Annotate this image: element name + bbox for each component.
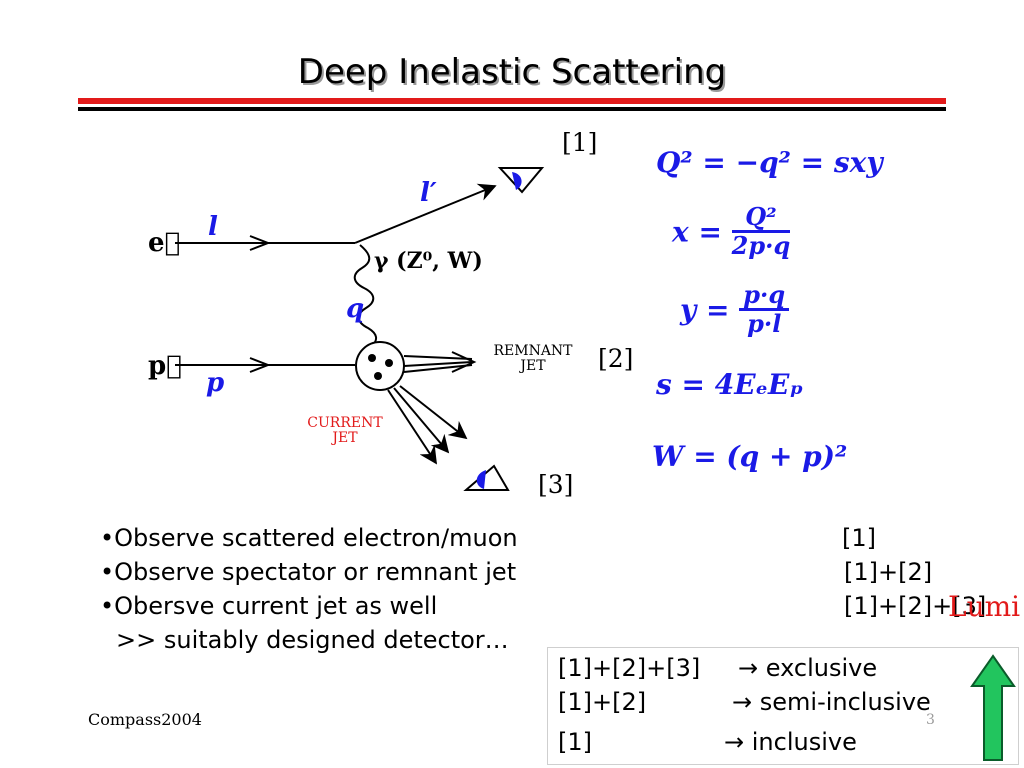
- remnant-jet-line: [403, 364, 473, 373]
- bullet-ref: [1]+[2]+[3]: [844, 592, 987, 620]
- formula-y-den: p·l: [747, 309, 782, 339]
- formula-y-lhs: y =: [680, 293, 730, 327]
- summary-label: exclusive: [765, 654, 878, 682]
- bullet-text: Obersve current jet as well: [114, 592, 438, 620]
- bullet-ref: [1]+[2]: [844, 558, 933, 586]
- current-jet-line: [399, 385, 468, 440]
- quark-dot: [385, 359, 393, 367]
- up-arrow-icon: [970, 654, 1016, 761]
- current-jet-line: [387, 389, 437, 465]
- summary-row: [1]+[2] → semi-inclusive: [558, 688, 931, 716]
- incoming-lepton-arrow: [249, 235, 271, 251]
- remnant-jet-arrow: [451, 351, 477, 373]
- lumi-label: Lumi: [948, 590, 1021, 623]
- summary-box: [1]+[2]+[3] → exclusive [1]+[2] → semi-inc…: [547, 647, 1019, 765]
- formula-x: x = Q² 2p·q: [672, 203, 791, 261]
- remnant-jet-line: [403, 355, 473, 360]
- summary-label: semi-inclusive: [759, 688, 931, 716]
- formula-x-den: 2p·q: [731, 231, 791, 261]
- summary-arrow: →: [724, 728, 745, 756]
- slide-title: Deep Inelastic Scattering: [297, 52, 727, 92]
- proton-label: p⃗: [148, 351, 182, 381]
- current-jet-label: CURRENT JET: [292, 416, 398, 446]
- summary-arrow: →: [732, 688, 753, 716]
- remnant-jet-label-line1: REMNANT: [493, 343, 573, 359]
- formula-x-frac: Q² 2p·q: [731, 203, 791, 261]
- current-jet-label-line2: JET: [332, 430, 358, 446]
- formula-y-frac: p·q p·l: [739, 281, 790, 339]
- summary-row: [1]+[2]+[3] → exclusive: [558, 654, 877, 682]
- proton-blob: [355, 341, 405, 391]
- boson-var: q: [346, 294, 365, 324]
- incoming-proton-arrow: [249, 357, 271, 373]
- photon-line: [353, 244, 378, 347]
- current-jet-label-line1: CURRENT: [307, 415, 383, 431]
- outgoing-lepton-line: [354, 183, 497, 244]
- proton-var: p: [206, 368, 225, 398]
- bullet-text: Observe spectator or remnant jet: [114, 558, 517, 586]
- summary-arrow: →: [738, 654, 759, 682]
- detector-ref-3: [3]: [538, 470, 574, 499]
- quark-dot: [368, 354, 376, 362]
- bullet-note: >> suitably designed detector…: [116, 626, 509, 654]
- summary-row: [1] → inclusive: [558, 728, 857, 756]
- title-rule-red: [78, 98, 946, 104]
- bullet-item: •Observe scattered electron/muon: [100, 524, 518, 552]
- summary-refs: [1]+[2]+[3]: [558, 654, 701, 682]
- detector-ref-2: [2]: [598, 344, 634, 373]
- electron-label: e⃗: [148, 228, 181, 258]
- footer-text: Compass2004: [88, 710, 202, 729]
- detector-ref-1: [1]: [562, 128, 598, 157]
- remnant-jet-line: [403, 361, 473, 367]
- remnant-jet-label-line2: JET: [520, 358, 546, 374]
- formula-s: s = 4EₑEₚ: [656, 368, 804, 401]
- formula-y: y = p·q p·l: [680, 281, 790, 339]
- quark-dot: [374, 372, 382, 380]
- formula-x-num: Q²: [731, 203, 791, 234]
- lepton-in-var: l: [208, 212, 218, 242]
- remnant-jet-label: REMNANT JET: [483, 344, 583, 374]
- current-jet-line: [393, 387, 450, 454]
- bullet-item: •Observe spectator or remnant jet: [100, 558, 517, 586]
- formula-q2: Q² = −q² = sxy: [656, 146, 883, 179]
- detector-1-eye: [512, 172, 522, 190]
- bullet-text: Observe scattered electron/muon: [114, 524, 518, 552]
- page-number: 3: [926, 712, 935, 728]
- detector-3-eye: [476, 470, 486, 489]
- formula-w: W = (q + p)²: [652, 440, 848, 473]
- detector-3-icon: [463, 464, 510, 491]
- bullet-ref: [1]: [842, 524, 876, 552]
- title-rule-black: [78, 107, 946, 111]
- bullet-item: •Obersve current jet as well: [100, 592, 438, 620]
- lepton-out-var: l′: [420, 178, 437, 208]
- summary-label: inclusive: [751, 728, 857, 756]
- summary-refs: [1]: [558, 728, 592, 756]
- formula-x-lhs: x =: [672, 215, 722, 249]
- formula-y-num: p·q: [739, 281, 790, 312]
- boson-label: γ (Z⁰, W): [374, 248, 483, 274]
- summary-refs: [1]+[2]: [558, 688, 647, 716]
